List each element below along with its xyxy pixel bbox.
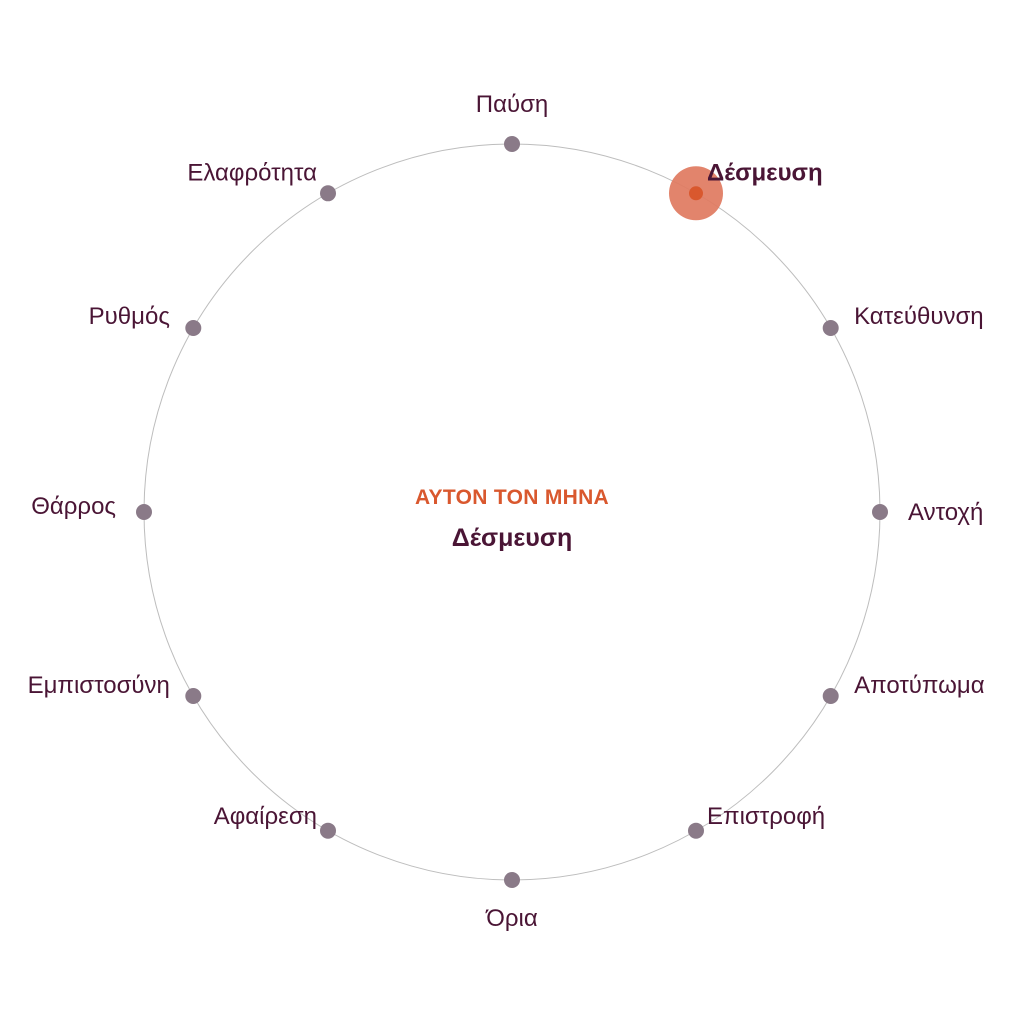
- node-dot: [185, 320, 202, 336]
- node-label: Εμπιστοσύνη: [28, 672, 170, 699]
- node-dot: [822, 688, 839, 704]
- cycle-node-9[interactable]: Θάρρος: [31, 493, 152, 520]
- cycle-node-4[interactable]: Αποτύπωμα: [822, 672, 985, 704]
- node-label: Ρυθμός: [89, 303, 170, 330]
- center-title: Δέσμευση: [452, 524, 572, 552]
- node-label: Θάρρος: [31, 493, 116, 520]
- node-dot: [872, 504, 888, 520]
- node-dot: [504, 872, 520, 888]
- node-label: Δέσμευση: [707, 160, 823, 187]
- cycle-node-3[interactable]: Αντοχή: [872, 499, 983, 526]
- node-label: Αντοχή: [908, 499, 983, 526]
- cycle-node-1[interactable]: Δέσμευση: [669, 160, 823, 221]
- node-dot: [688, 822, 704, 839]
- cycle-node-7[interactable]: Αφαίρεση: [214, 803, 336, 839]
- node-label: Αφαίρεση: [214, 803, 317, 830]
- cycle-node-10[interactable]: Ρυθμός: [89, 303, 202, 336]
- cycle-node-2[interactable]: Κατεύθυνση: [822, 303, 984, 336]
- cycle-nodes: ΠαύσηΔέσμευσηΚατεύθυνσηΑντοχήΑποτύπωμαΕπ…: [28, 91, 985, 932]
- node-label: Παύση: [476, 91, 549, 118]
- node-dot: [320, 185, 336, 202]
- node-label: Αποτύπωμα: [854, 672, 985, 699]
- center-kicker: ΑΥΤΟΝ ΤΟΝ ΜΗΝΑ: [415, 486, 609, 509]
- node-dot: [185, 688, 202, 704]
- node-dot: [822, 320, 839, 336]
- cycle-node-6[interactable]: Όρια: [485, 872, 538, 932]
- active-node-dot: [689, 186, 703, 201]
- cycle-node-8[interactable]: Εμπιστοσύνη: [28, 672, 202, 704]
- node-label: Κατεύθυνση: [854, 303, 984, 330]
- node-dot: [504, 136, 520, 152]
- node-dot: [136, 504, 152, 520]
- cycle-node-11[interactable]: Ελαφρότητα: [187, 160, 336, 202]
- node-dot: [320, 822, 336, 839]
- cycle-ring: [143, 143, 881, 881]
- node-label: Όρια: [485, 905, 538, 932]
- node-label: Επιστροφή: [707, 803, 825, 830]
- cycle-node-0[interactable]: Παύση: [476, 91, 549, 152]
- node-label: Ελαφρότητα: [187, 160, 317, 187]
- cycle-node-5[interactable]: Επιστροφή: [688, 803, 825, 839]
